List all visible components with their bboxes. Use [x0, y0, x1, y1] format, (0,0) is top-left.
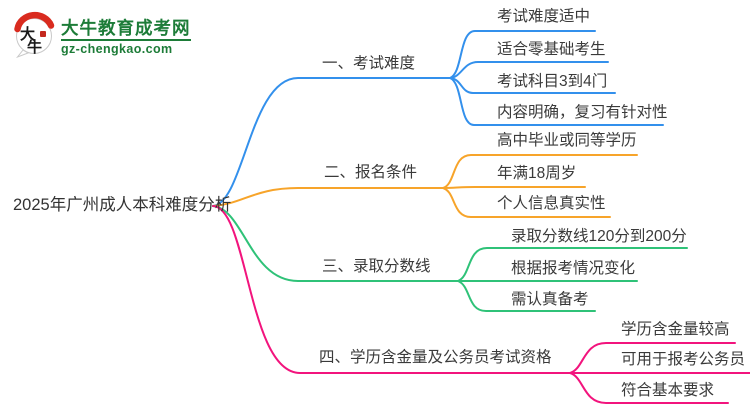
branch4-child2-label: 可用于报考公务员	[621, 351, 746, 368]
branch2-label: 二、报名条件	[324, 164, 418, 181]
branch2-child2-line	[442, 186, 586, 189]
branch1-child2-line	[449, 61, 609, 79]
branch3-child1-label: 录取分数线120分到200分	[511, 228, 687, 245]
branch2-child3-line	[442, 187, 611, 218]
daniu-bubble-icon: 大 牛	[14, 11, 55, 58]
branch1-child3-line	[449, 77, 616, 94]
branch2-child2-label: 年满18周岁	[497, 165, 577, 182]
branch3-child2-label: 根据报考情况变化	[511, 260, 636, 277]
logo-divider	[61, 39, 191, 41]
branch2-child3-label: 个人信息真实性	[497, 195, 606, 212]
branch1-child1-label: 考试难度适中	[497, 8, 591, 25]
branch1-label: 一、考试难度	[322, 55, 416, 72]
central-topic: 2025年广州成人本科难度分析	[13, 196, 232, 214]
branch3-child3-label: 需认真备考	[511, 291, 589, 308]
logo-char-niu: 牛	[27, 38, 42, 56]
branch4-child3-label: 符合基本要求	[621, 382, 715, 399]
branch1-child3-label: 考试科目3到4门	[497, 73, 608, 90]
branch1-child1-line	[449, 30, 596, 79]
branch1-main-line	[212, 77, 451, 207]
branch4-label: 四、学历含金量及公务员考试资格	[319, 349, 552, 366]
branch1-child4-line	[449, 77, 664, 126]
site-logo: 大 牛 大牛教育成考网 gz-chengkao.com	[12, 10, 191, 58]
logo-char-da: 大	[20, 25, 35, 43]
branch3-child1-line	[457, 247, 688, 282]
site-name: 大牛教育成考网	[61, 18, 191, 38]
branch2-child1-line	[442, 154, 638, 189]
branch4-main-line	[212, 205, 571, 374]
branch1-child2-label: 适合零基础考生	[497, 41, 606, 58]
branch1-child4-label: 内容明确，复习有针对性	[497, 104, 668, 121]
branch2-child1-label: 高中毕业或同等学历	[497, 132, 637, 149]
branch3-child3-line	[457, 280, 596, 312]
branch2-main-line	[212, 187, 444, 207]
branch4-child1-line	[569, 342, 736, 374]
branch4-child3-line	[569, 372, 729, 404]
branch3-main-line	[212, 205, 459, 282]
branch4-child1-label: 学历含金量较高	[621, 321, 730, 338]
branch3-label: 三、录取分数线	[322, 258, 431, 275]
site-url: gz-chengkao.com	[61, 42, 173, 56]
logo-text-block: 大牛教育成考网 gz-chengkao.com	[61, 19, 191, 56]
